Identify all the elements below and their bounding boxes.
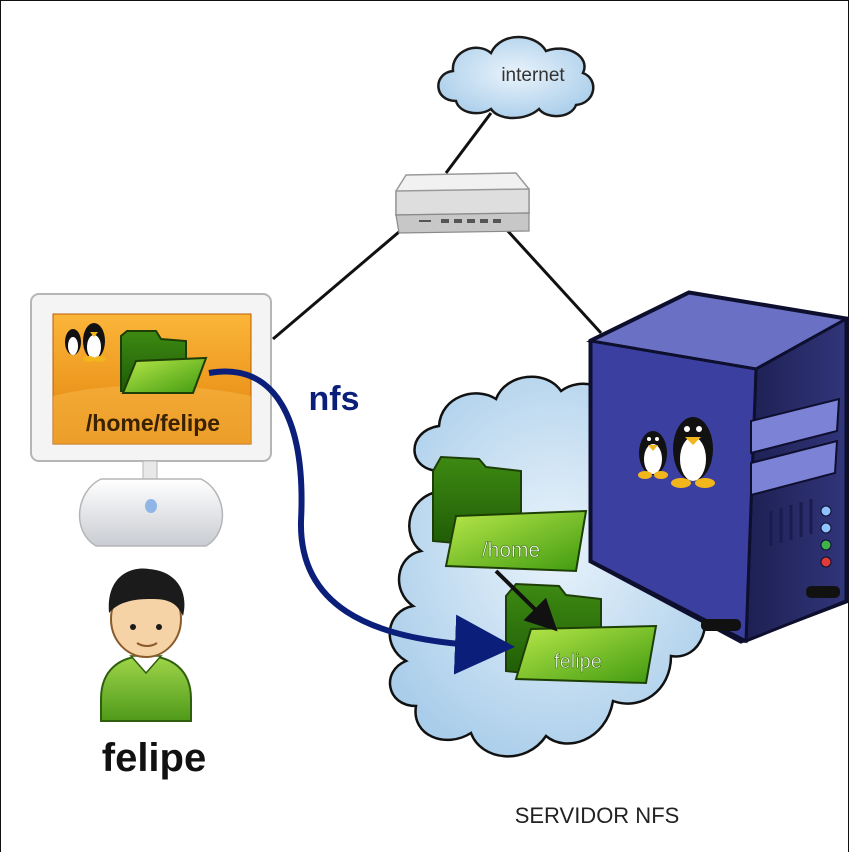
user-label: felipe (102, 736, 206, 780)
home-folder-icon (432, 455, 588, 573)
router-icon (395, 172, 530, 234)
user-icon (100, 568, 192, 722)
cloud-icon (437, 35, 595, 120)
home-to-felipe-arrow (494, 569, 558, 632)
nfs-mount-arrow (208, 368, 515, 675)
server-label: SERVIDOR NFS (515, 803, 680, 828)
client-tux-icon (65, 323, 106, 362)
client-path-label: /home/felipe (86, 410, 220, 436)
protocol-label: nfs (309, 380, 360, 418)
tux-icon (638, 417, 715, 488)
server-home-label: /home (482, 539, 540, 562)
network-links (272, 112, 603, 341)
server-icon (586, 290, 849, 644)
internet-label: internet (501, 65, 565, 86)
server-user-folder-label: felipe (554, 651, 602, 673)
client-folder-icon (120, 330, 208, 395)
